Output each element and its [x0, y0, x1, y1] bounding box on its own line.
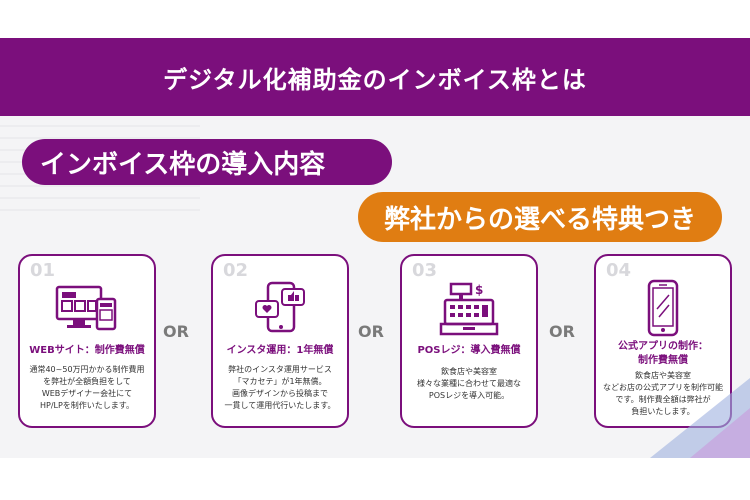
benefit-card-pos: 03 $ POSレジ：導入費無償 飲食店や美容室 様々な業種に合わせて最適な P…: [400, 254, 538, 428]
card-title: POSレジ：導入費無償: [417, 345, 521, 356]
svg-text:$: $: [475, 283, 483, 297]
web-devices-icon: [20, 276, 154, 342]
instagram-phone-icon: [213, 276, 347, 342]
smartphone-icon: [596, 276, 730, 342]
card-title: WEBサイト：制作費無償: [29, 345, 145, 356]
page-title: デジタル化補助金のインボイス枠とは: [0, 38, 750, 116]
benefit-card-app: 04 公式アプリの制作： 制作費無償 飲食店や美容室 などお店の公式アプリを制作…: [594, 254, 732, 428]
benefit-card-web: 01 WEBサイト：制作費無償 通常40~50万円かかる制作費用 を弊社が全額負…: [18, 254, 156, 428]
section-heading: インボイス枠の導入内容: [22, 139, 392, 185]
card-number: 03: [412, 260, 438, 281]
card-description: 通常40~50万円かかる制作費用 を弊社が全額負担をして WEBデザイナー会社に…: [29, 365, 145, 410]
cash-register-icon: $: [402, 276, 536, 342]
or-separator: OR: [549, 322, 575, 341]
benefit-card-instagram: 02 インスタ運用：1年無償 弊社のインスタ運用サービス 「マカセテ」が1年無償…: [211, 254, 349, 428]
card-description: 飲食店や美容室 などお店の公式アプリを制作可能 です。制作費全額は弊社が 負担い…: [603, 371, 723, 416]
card-number: 04: [606, 260, 632, 281]
or-separator: OR: [358, 322, 384, 341]
card-description: 弊社のインスタ運用サービス 「マカセテ」が1年無償。 画像デザインから投稿まで …: [224, 365, 336, 410]
slide: デジタル化補助金のインボイス枠とは インボイス枠の導入内容 弊社からの選べる特典…: [0, 38, 750, 458]
card-description: 飲食店や美容室 様々な業種に合わせて最適な POSレジを導入可能。: [417, 367, 521, 400]
decorative-corner-shape: [650, 378, 750, 458]
card-title: 公式アプリの制作： 制作費無償: [618, 341, 708, 366]
benefit-heading: 弊社からの選べる特典つき: [358, 192, 722, 242]
card-number: 01: [30, 260, 56, 281]
or-separator: OR: [163, 322, 189, 341]
card-title: インスタ運用：1年無償: [226, 345, 334, 356]
card-number: 02: [223, 260, 249, 281]
